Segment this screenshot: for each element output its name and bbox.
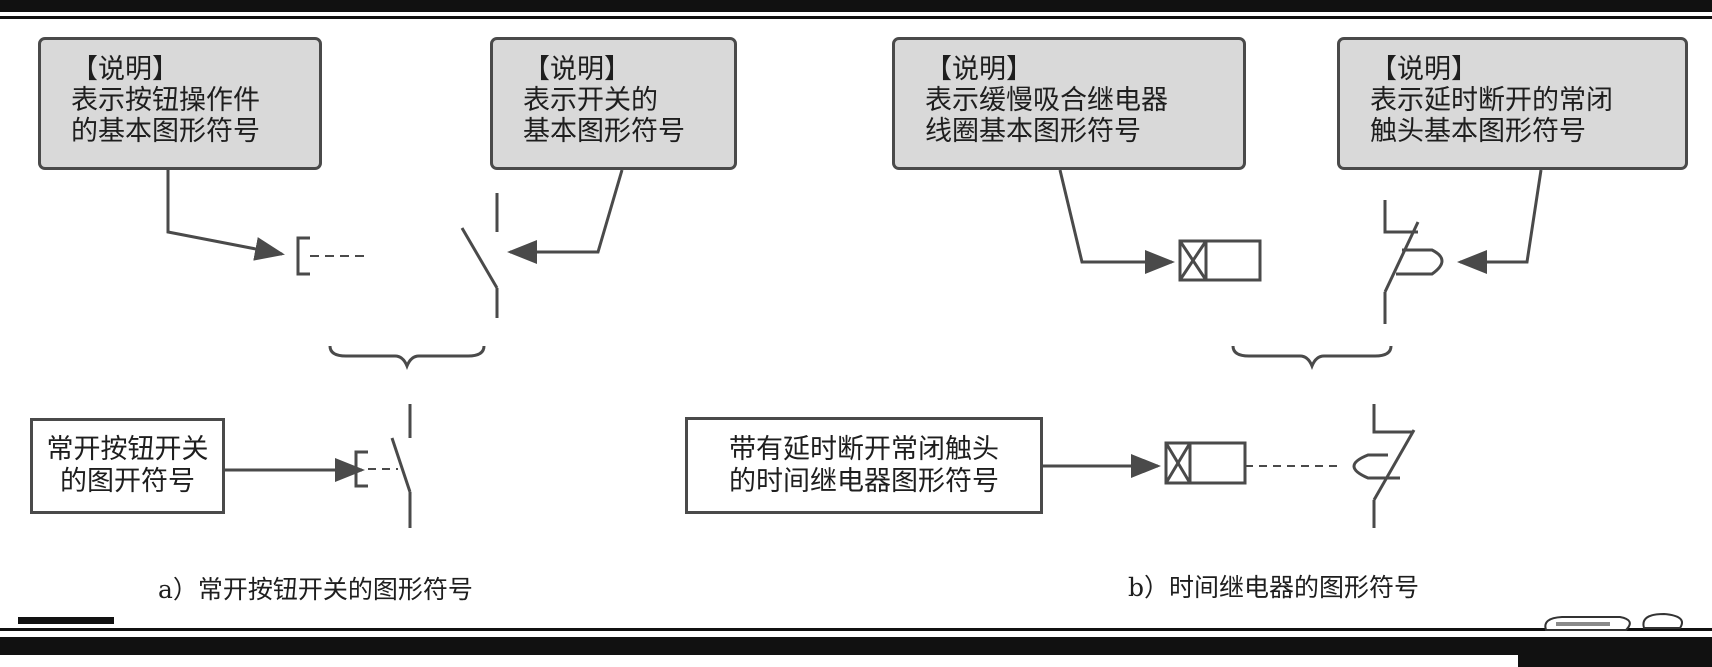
label-line: 的图开符号 (60, 466, 195, 497)
note-box-delay-nc-contact: 【说明】 表示延时断开的常闭 触头基本图形符号 (1337, 37, 1688, 170)
note-line: 表示缓慢吸合继电器 (925, 85, 1168, 116)
note-line: 表示按钮操作件 (71, 85, 260, 116)
top-band (0, 0, 1712, 12)
note-line: 线圈基本图形符号 (925, 116, 1141, 147)
label-line: 带有延时断开常闭触头 (729, 433, 999, 465)
delay-nc-contact-symbol (1383, 200, 1444, 324)
note-line: 基本图形符号 (523, 116, 685, 147)
note-title: 【说明】 (71, 54, 179, 85)
leader-arrow-switch (507, 169, 624, 264)
label-box-time-relay: 带有延时断开常闭触头 的时间继电器图形符号 (685, 417, 1043, 514)
no-pushbutton-switch-symbol (354, 404, 412, 528)
leader-arrow-button-operator (166, 170, 285, 261)
leader-arrow-slow-relay-coil (1058, 169, 1175, 274)
note-box-button-operator: 【说明】 表示按钮操作件 的基本图形符号 (38, 37, 322, 170)
label-box-no-pushbutton: 常开按钮开关 的图开符号 (30, 418, 225, 514)
time-relay-contact-symbol (1352, 404, 1416, 528)
note-box-slow-relay-coil: 【说明】 表示缓慢吸合继电器 线圈基本图形符号 (892, 37, 1246, 170)
slow-relay-coil-symbol (1178, 239, 1262, 282)
top-rule (0, 16, 1712, 19)
note-title: 【说明】 (523, 54, 631, 85)
note-line: 触头基本图形符号 (1370, 116, 1586, 147)
caption-a: a）常开按钮开关的图形符号 (158, 575, 473, 604)
time-relay-coil-symbol (1164, 441, 1247, 485)
note-title: 【说明】 (925, 54, 1033, 85)
pointer-hand-icon (1544, 612, 1683, 631)
caption-b: b）时间继电器的图形符号 (1128, 573, 1420, 602)
note-title: 【说明】 (1370, 54, 1478, 85)
note-line: 的基本图形符号 (71, 116, 260, 147)
brace-a (328, 345, 486, 371)
note-line: 表示开关的 (523, 85, 658, 116)
bottom-marker (18, 617, 114, 624)
pushbutton-operator-symbol (296, 236, 368, 276)
note-box-switch: 【说明】 表示开关的 基本图形符号 (490, 37, 737, 170)
label-line: 的时间继电器图形符号 (729, 465, 999, 497)
bottom-corner-block (1518, 652, 1712, 667)
label-line: 常开按钮开关 (46, 434, 209, 465)
switch-symbol (460, 193, 499, 318)
brace-b (1231, 345, 1393, 371)
bottom-rule (0, 628, 1712, 631)
bottom-band (0, 637, 1712, 655)
leader-arrow-delay-nc-contact (1457, 169, 1543, 274)
note-line: 表示延时断开的常闭 (1370, 85, 1613, 116)
